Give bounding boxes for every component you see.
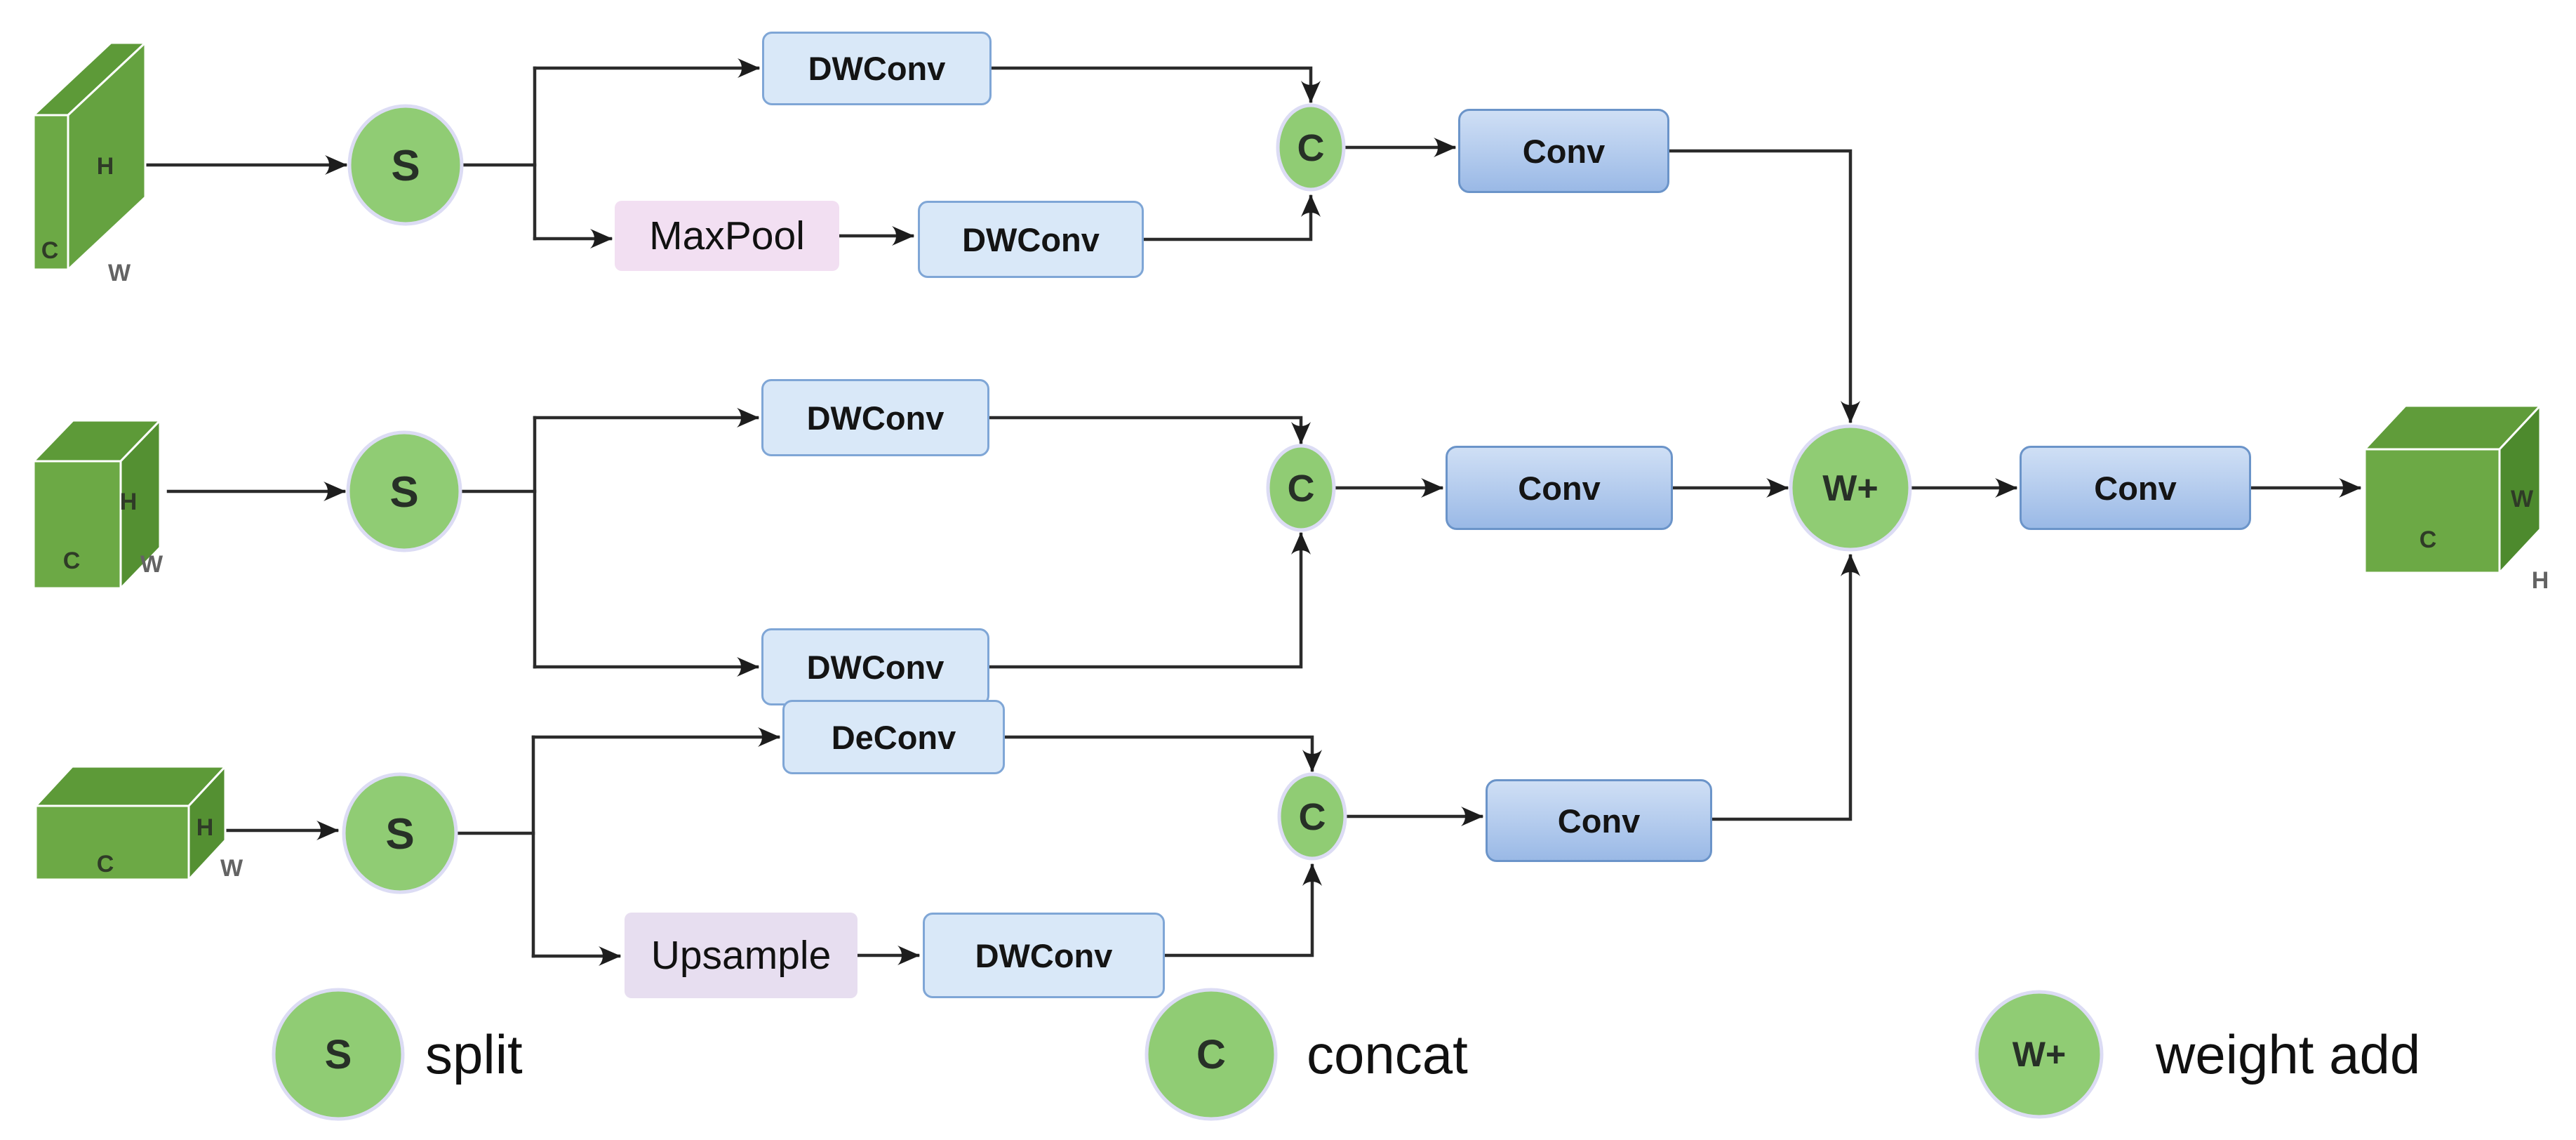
arrow-line — [1142, 194, 1321, 241]
concat-node-top: C — [1276, 103, 1346, 192]
weight-add-node-letter: W+ — [1822, 468, 1878, 509]
tensor-channels-label: C — [41, 237, 59, 264]
legend-weight-add-label: weight add — [2155, 1023, 2420, 1085]
legend-concat-label: concat — [1307, 1023, 1468, 1085]
legend-split-symbol: S — [325, 1032, 352, 1078]
maxpool-box: MaxPool — [615, 201, 839, 271]
legend-item-weight-add: W+ weight add — [1975, 990, 2420, 1119]
input-tensor-bottom: H C W — [34, 765, 243, 882]
upsample-box: Upsample — [625, 913, 857, 998]
tensor-height-label: H — [196, 814, 214, 841]
split-node-letter: S — [389, 468, 418, 517]
concat-node-letter: C — [1288, 468, 1315, 510]
input-tensor-top: H C W — [32, 41, 147, 286]
tensor-channels-label: C — [97, 851, 114, 877]
conv-box-top: Conv — [1458, 109, 1669, 193]
tensor-channels-label: C — [63, 548, 81, 574]
tensor-width-label: W — [140, 551, 163, 578]
tensor-width-label: W — [2511, 486, 2534, 512]
legend: S split C concat W+ weight add — [272, 988, 2420, 1121]
tensor-height-label: H — [120, 489, 138, 515]
conv-box-final: Conv — [2020, 446, 2251, 530]
arrow-line — [1163, 863, 1322, 957]
tensor-height-label: H — [97, 153, 114, 180]
legend-item-split: S split — [272, 988, 523, 1121]
tensor-channels-label: C — [2420, 526, 2437, 553]
arrow-line — [987, 532, 1311, 669]
legend-split-label: split — [425, 1023, 523, 1085]
output-tensor: C W H — [2363, 404, 2549, 594]
dwconv-box-bottom-b: DWConv — [923, 913, 1165, 998]
split-node-letter: S — [391, 142, 420, 190]
conv-box-mid: Conv — [1446, 446, 1673, 530]
dwconv-box-top-a: DWConv — [762, 32, 992, 105]
concat-node-bottom: C — [1277, 772, 1347, 861]
concat-node-middle: C — [1266, 444, 1336, 532]
arrow-line — [987, 416, 1311, 444]
split-node-bottom: S — [342, 772, 458, 894]
dwconv-box-mid-b: DWConv — [761, 628, 989, 705]
split-node-top: S — [347, 104, 464, 226]
concat-node-letter: C — [1299, 796, 1326, 838]
tensor-height-label: H — [2532, 567, 2549, 594]
arrow-line — [1003, 735, 1322, 772]
dwconv-box-mid-a: DWConv — [761, 379, 989, 456]
concat-node-letter: C — [1297, 127, 1325, 169]
legend-weight-add-symbol: W+ — [2013, 1035, 2066, 1074]
arrow-line — [989, 66, 1321, 103]
input-tensor-middle: H C W — [32, 419, 163, 590]
dwconv-box-top-b: DWConv — [918, 201, 1144, 278]
connectors — [143, 58, 2361, 966]
split-node-middle: S — [346, 430, 462, 552]
tensor-width-label: W — [220, 855, 243, 882]
weight-add-node: W+ — [1789, 424, 1912, 552]
arrow-line — [1667, 149, 1860, 423]
legend-concat-symbol: C — [1196, 1032, 1226, 1078]
tensor-width-label: W — [108, 260, 131, 286]
split-node-letter: S — [385, 810, 414, 859]
legend-item-concat: C concat — [1144, 988, 1468, 1121]
deconv-box: DeConv — [782, 700, 1005, 774]
arrow-line — [1710, 554, 1860, 821]
conv-box-bottom: Conv — [1486, 779, 1712, 862]
